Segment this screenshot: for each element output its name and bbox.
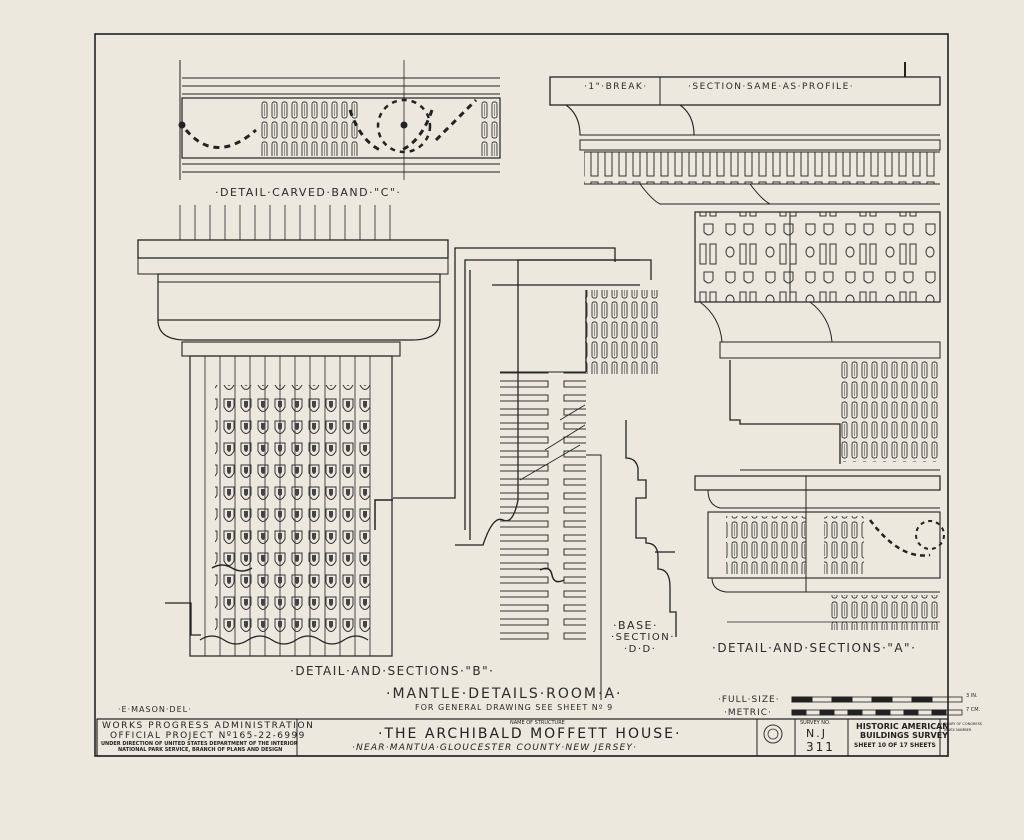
seal-icon	[763, 724, 783, 744]
general-ref: FOR GENERAL DRAWING SEE SHEET Nº 9	[415, 703, 614, 712]
scale-in-label: 3 IN.	[966, 693, 978, 699]
cornice-detail	[549, 62, 945, 630]
library-line-1: LIBRARY OF CONGRESS	[941, 722, 983, 726]
agency-line-4: NATIONAL PARK SERVICE, BRANCH OF PLANS A…	[118, 747, 283, 753]
habs-line-1: HISTORIC AMERICAN	[856, 722, 949, 731]
base-label: ·BASE·	[613, 619, 658, 632]
pilaster-detail	[137, 205, 449, 657]
drafter-credit: ·E·MASON·DEL·	[118, 705, 192, 714]
section-same-label: ·SECTION·SAME·AS·PROFILE·	[688, 82, 855, 92]
scale-full-label: ·FULL·SIZE·	[718, 695, 780, 705]
structure-location: ·NEAR·MANTUA·GLOUCESTER COUNTY·NEW JERSE…	[352, 743, 638, 753]
main-title: ·MANTLE·DETAILS·ROOM·A·	[386, 686, 623, 702]
seal-inner	[767, 728, 779, 740]
base-dd-label: ·D·D·	[624, 644, 657, 655]
library-line-2: INDEX NUMBER	[944, 728, 972, 732]
scale-bar	[791, 696, 963, 716]
break-label: ·1"·BREAK·	[584, 82, 648, 92]
habs-line-2: BUILDINGS SURVEY	[860, 731, 948, 740]
structure-name: ·THE ARCHIBALD MOFFETT HOUSE·	[378, 726, 682, 742]
agency-line-1: WORKS PROGRESS ADMINISTRATION	[102, 721, 315, 731]
scale-metric-label: ·METRIC·	[724, 708, 772, 718]
section-b-label: ·DETAIL·AND·SECTIONS·"B"·	[290, 664, 495, 678]
scale-cm-label: 7 CM.	[966, 707, 981, 713]
survey-state: N.J	[806, 727, 827, 740]
title-block-frame	[96, 718, 949, 757]
sheet-of: SHEET 10 OF 17 SHEETS	[854, 742, 936, 749]
section-a-label: ·DETAIL·AND·SECTIONS·"A"·	[712, 641, 917, 655]
agency-line-2: OFFICIAL PROJECT Nº165-22-6999	[110, 731, 306, 741]
architrave-section	[500, 290, 659, 700]
base-section-label: ·SECTION·	[611, 632, 675, 643]
carved-band-detail	[178, 60, 501, 180]
survey-number: 311	[806, 740, 835, 754]
base-section	[625, 420, 677, 637]
agency-line-3: UNDER DIRECTION OF UNITED STATES DEPARTM…	[101, 741, 298, 747]
band-label: ·DETAIL·CARVED·BAND·"C"·	[215, 186, 402, 199]
survey-caption: SURVEY NO.	[800, 720, 831, 726]
structure-caption: NAME OF STRUCTURE	[510, 720, 565, 726]
